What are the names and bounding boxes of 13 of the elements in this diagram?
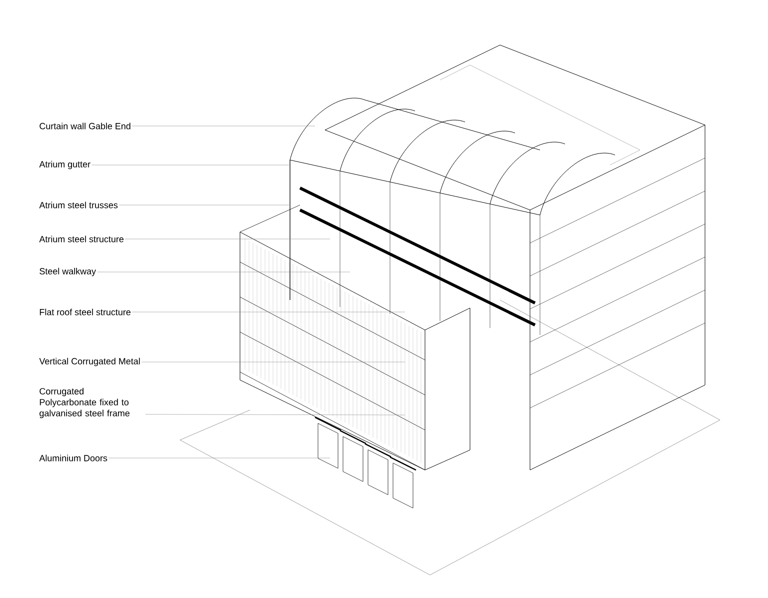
leader-line <box>145 414 406 416</box>
callout-label: Steel walkway <box>40 268 96 276</box>
leader-line <box>92 164 290 166</box>
callout-label: Corrugated Polycarbonate fixed to galvanised steel frame <box>40 388 130 418</box>
leader-line <box>118 204 290 206</box>
callout-label: Atrium steel structure <box>39 236 124 242</box>
callout-label: Flat roof steel structure <box>40 308 130 316</box>
callout-label: Aluminium Doors <box>39 454 108 462</box>
callout-label: Vertical Corrugated Metal <box>39 358 140 366</box>
leader-line <box>124 238 330 240</box>
callout-label: Atrium steel trusses <box>39 202 118 208</box>
callout-label: Atrium gutter <box>39 160 90 170</box>
callout-label: Curtain wall Gable End <box>40 122 130 130</box>
